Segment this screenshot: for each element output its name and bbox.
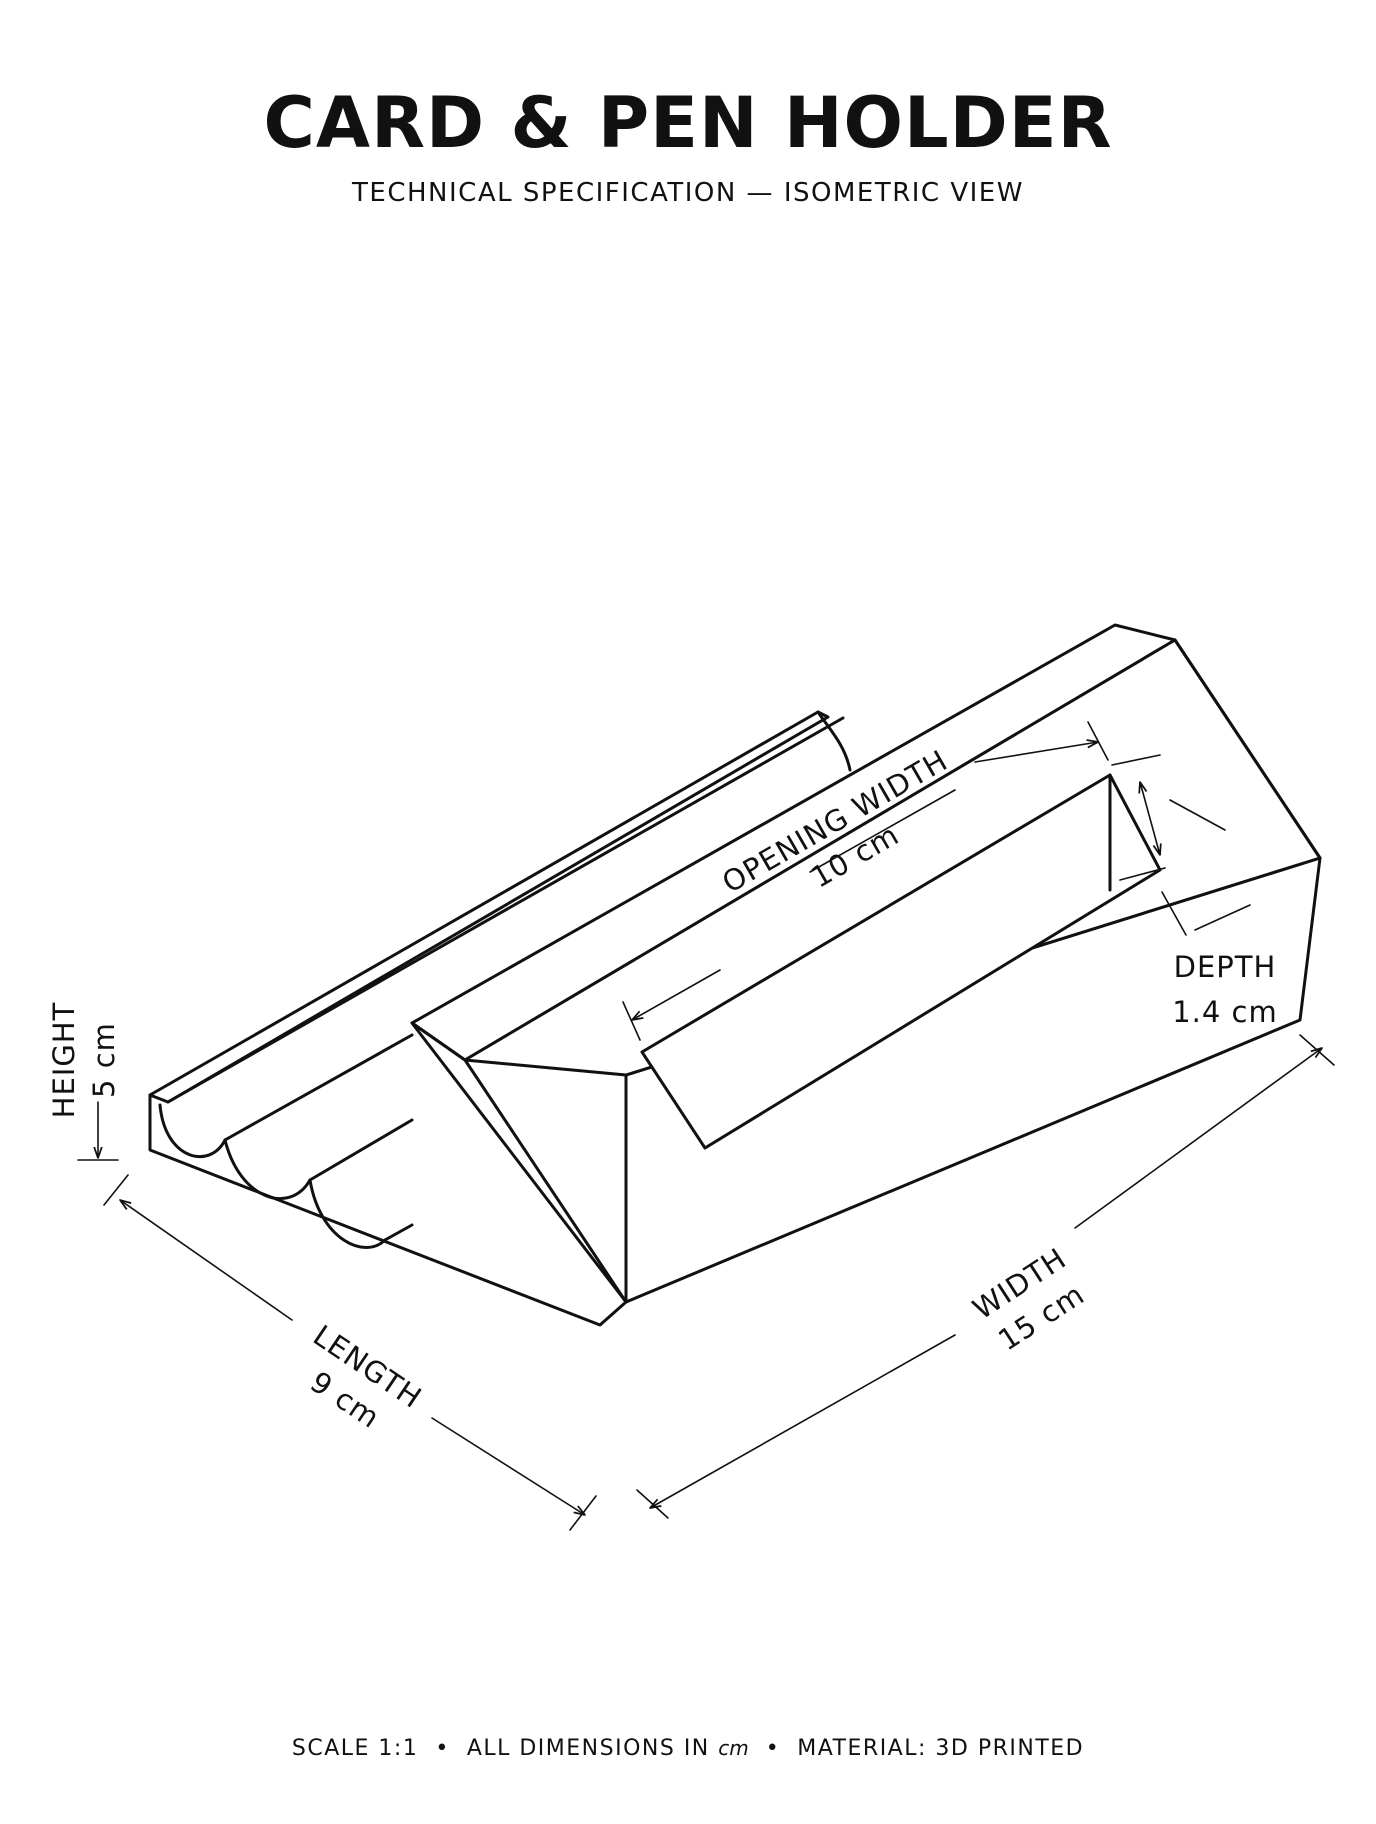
opening-line-b [974,742,1098,763]
height-value: 5 cm [87,1022,121,1098]
pen-groove-1 [158,1103,227,1158]
depth-leader-b [1161,891,1187,936]
width-line-a [650,1334,956,1508]
width-label-group: WIDTH 15 cm [967,1241,1091,1357]
pen-groove-ridge-3 [383,1223,414,1242]
depth-value: 1.4 cm [1172,995,1278,1029]
pen-groove-2 [223,1138,312,1200]
page-title: CARD & PEN HOLDER [263,82,1113,164]
footer-scale: SCALE 1:1 [291,1736,419,1761]
height-label-group: HEIGHT 5 cm [47,1002,121,1119]
depth-leader-c [1194,904,1251,931]
length-line-b [431,1417,585,1515]
depth-label-group: DEPTH 1.4 cm [1172,950,1278,1029]
footer-separator: • [435,1736,450,1761]
opening-line-c [809,789,956,873]
depth-tick-b [1119,867,1166,881]
pen-tray-base [148,1093,628,1327]
length-tick-start [103,1174,129,1206]
holder-body [148,623,1322,1327]
pen-groove-ridge-1 [223,1033,414,1142]
width-tick-start [636,1489,669,1519]
depth-leader-a [1169,799,1226,831]
depth-arrow [1140,782,1160,855]
pen-groove-ridge-2 [308,1118,414,1182]
page-subtitle: TECHNICAL SPECIFICATION — ISOMETRIC VIEW [352,178,1024,208]
footer-note: SCALE 1:1 • ALL DIMENSIONS IN cm • MATER… [0,1736,1376,1761]
pen-groove-end [816,710,852,772]
opening-line-a [632,969,721,1020]
depth-label: DEPTH [1174,950,1277,984]
dimension-lines [77,721,1335,1531]
roof-ridge [410,1021,628,1304]
pen-groove-3 [308,1178,387,1249]
footer-separator: • [765,1736,781,1761]
pen-tray-back-rail [166,716,845,1104]
height-label: HEIGHT [47,1002,81,1119]
footer-unit: cm [718,1736,749,1760]
length-line-a [120,1200,293,1321]
footer-dims-prefix: ALL DIMENSIONS IN [466,1736,710,1761]
length-label-group: LENGTH 9 cm [304,1318,428,1435]
depth-tick-a [1111,754,1161,766]
block-end-edge [1173,638,1322,860]
footer-material: MATERIAL: 3D PRINTED [797,1736,1085,1761]
pen-tray-front-lip [148,710,830,1104]
width-line-b [1074,1048,1322,1229]
